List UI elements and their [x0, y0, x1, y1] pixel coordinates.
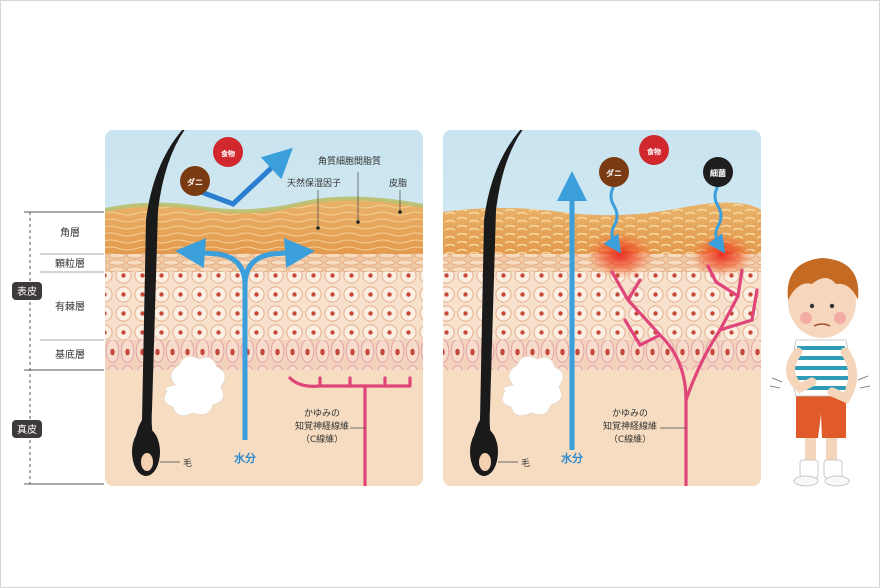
nerve-label-line3: （C線維） — [609, 433, 651, 445]
hair — [472, 130, 550, 472]
epidermis-badge — [12, 282, 42, 300]
water-label: 水分 — [234, 451, 256, 465]
layer-scale — [24, 211, 104, 485]
nerve-fiber — [288, 376, 412, 486]
label-stratum-spinosum: 有棘層 — [55, 300, 85, 313]
food-antigen-icon — [639, 135, 669, 165]
mite-label: ダニ — [187, 177, 203, 187]
inflammation-spot — [586, 231, 654, 279]
water-retention-arrows — [175, 238, 315, 440]
nerve-label-line1: かゆみの — [612, 408, 648, 419]
hair — [134, 130, 212, 472]
itchy-child-illustration — [769, 258, 871, 487]
bacteria-antigen-icon — [703, 157, 733, 187]
inflammation-spot — [690, 233, 754, 277]
label-stratum-basale: 基底層 — [55, 348, 85, 361]
sebum-label: 皮脂 — [389, 177, 407, 189]
nerve-label-line2: 知覚神経線維 — [295, 420, 349, 432]
nerve-fiber-branches — [610, 264, 759, 486]
label-stratum-corneum: 角層 — [60, 227, 80, 239]
bacteria-label: 細菌 — [710, 168, 726, 178]
label-dermis: 真皮 — [17, 423, 37, 436]
food-antigen-icon — [213, 137, 243, 167]
mite-antigen-icon — [180, 166, 210, 196]
left-antigens — [180, 137, 293, 207]
ceramide-label: 角質細胞間脂質 — [318, 155, 381, 167]
hair-label: 毛 — [183, 457, 192, 469]
mite-antigen-icon — [599, 157, 629, 187]
food-label: 食物 — [220, 149, 235, 158]
healthy-skin-panel — [105, 130, 423, 486]
hair-label: 毛 — [521, 457, 530, 469]
dermis-badge — [12, 420, 42, 438]
label-epidermis: 表皮 — [17, 285, 37, 298]
food-label: 食物 — [646, 147, 661, 156]
damaged-skin-panel — [443, 130, 761, 486]
nmf-label: 天然保湿因子 — [287, 177, 341, 189]
water-label: 水分 — [561, 451, 583, 465]
bounce-arrow — [195, 147, 293, 207]
nerve-label-line3: （C線維） — [301, 433, 343, 445]
label-stratum-granulosum: 顆粒層 — [55, 257, 85, 270]
nerve-label-line1: かゆみの — [304, 408, 340, 419]
nerve-label-line2: 知覚神経線維 — [603, 420, 657, 432]
right-antigens — [599, 135, 733, 254]
mite-label: ダニ — [606, 168, 622, 178]
